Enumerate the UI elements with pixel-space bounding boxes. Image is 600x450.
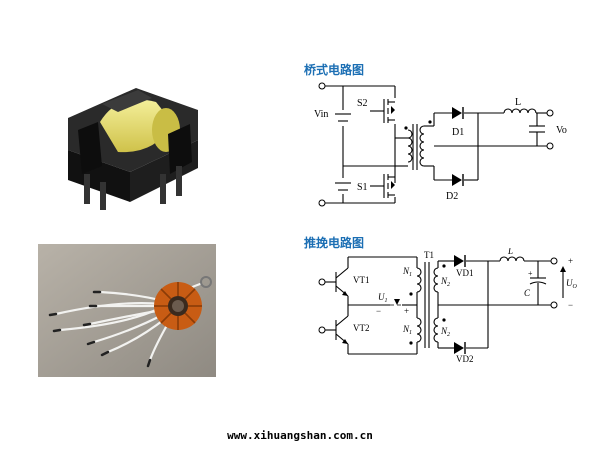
n1-top-label: N1 <box>402 266 412 278</box>
vt1-label: VT1 <box>353 275 370 285</box>
s1-label: S1 <box>357 182 368 193</box>
vd2-label: VD2 <box>456 354 474 363</box>
uo-label: UO <box>566 278 578 290</box>
toroid-inductor-photo <box>38 244 216 377</box>
vin-label: Vin <box>314 109 328 120</box>
d2-label: D2 <box>446 191 458 202</box>
output-minus-sign: − <box>568 300 573 310</box>
inductor-l-label: L <box>507 248 513 256</box>
vt2-label: VT2 <box>353 323 370 333</box>
u1-label: U1 <box>378 292 388 304</box>
n2-top-label: N2 <box>440 276 450 288</box>
bridge-circuit-title: 桥式电路图 <box>304 63 365 77</box>
website-footer: www.xihuangshan.com.cn <box>227 429 373 442</box>
u1-minus-sign: − <box>376 306 381 316</box>
n1-bottom-label: N1 <box>402 324 412 336</box>
u1-plus-sign: + <box>404 306 409 316</box>
d1-label: D1 <box>452 127 464 138</box>
n2-bottom-label: N2 <box>440 326 450 338</box>
push-pull-circuit-diagram: T1 VT1 VT2 N1 N1 N2 N2 U1 − + VD1 VD2 L … <box>318 248 578 363</box>
transformer-photo <box>48 70 210 220</box>
vo-label: Vo <box>556 125 567 136</box>
capacitor-c-label: C <box>524 288 531 298</box>
bridge-circuit-diagram: Vin S2 S1 D1 D2 L Vo <box>314 82 567 207</box>
s2-label: S2 <box>357 98 368 109</box>
t1-label: T1 <box>424 250 434 260</box>
output-plus-sign: + <box>568 256 573 266</box>
capacitor-plus-sign: + <box>528 269 533 278</box>
l-label: L <box>515 97 521 108</box>
vd1-label: VD1 <box>456 268 474 278</box>
push-pull-circuit-title: 推挽电路图 <box>304 236 365 250</box>
